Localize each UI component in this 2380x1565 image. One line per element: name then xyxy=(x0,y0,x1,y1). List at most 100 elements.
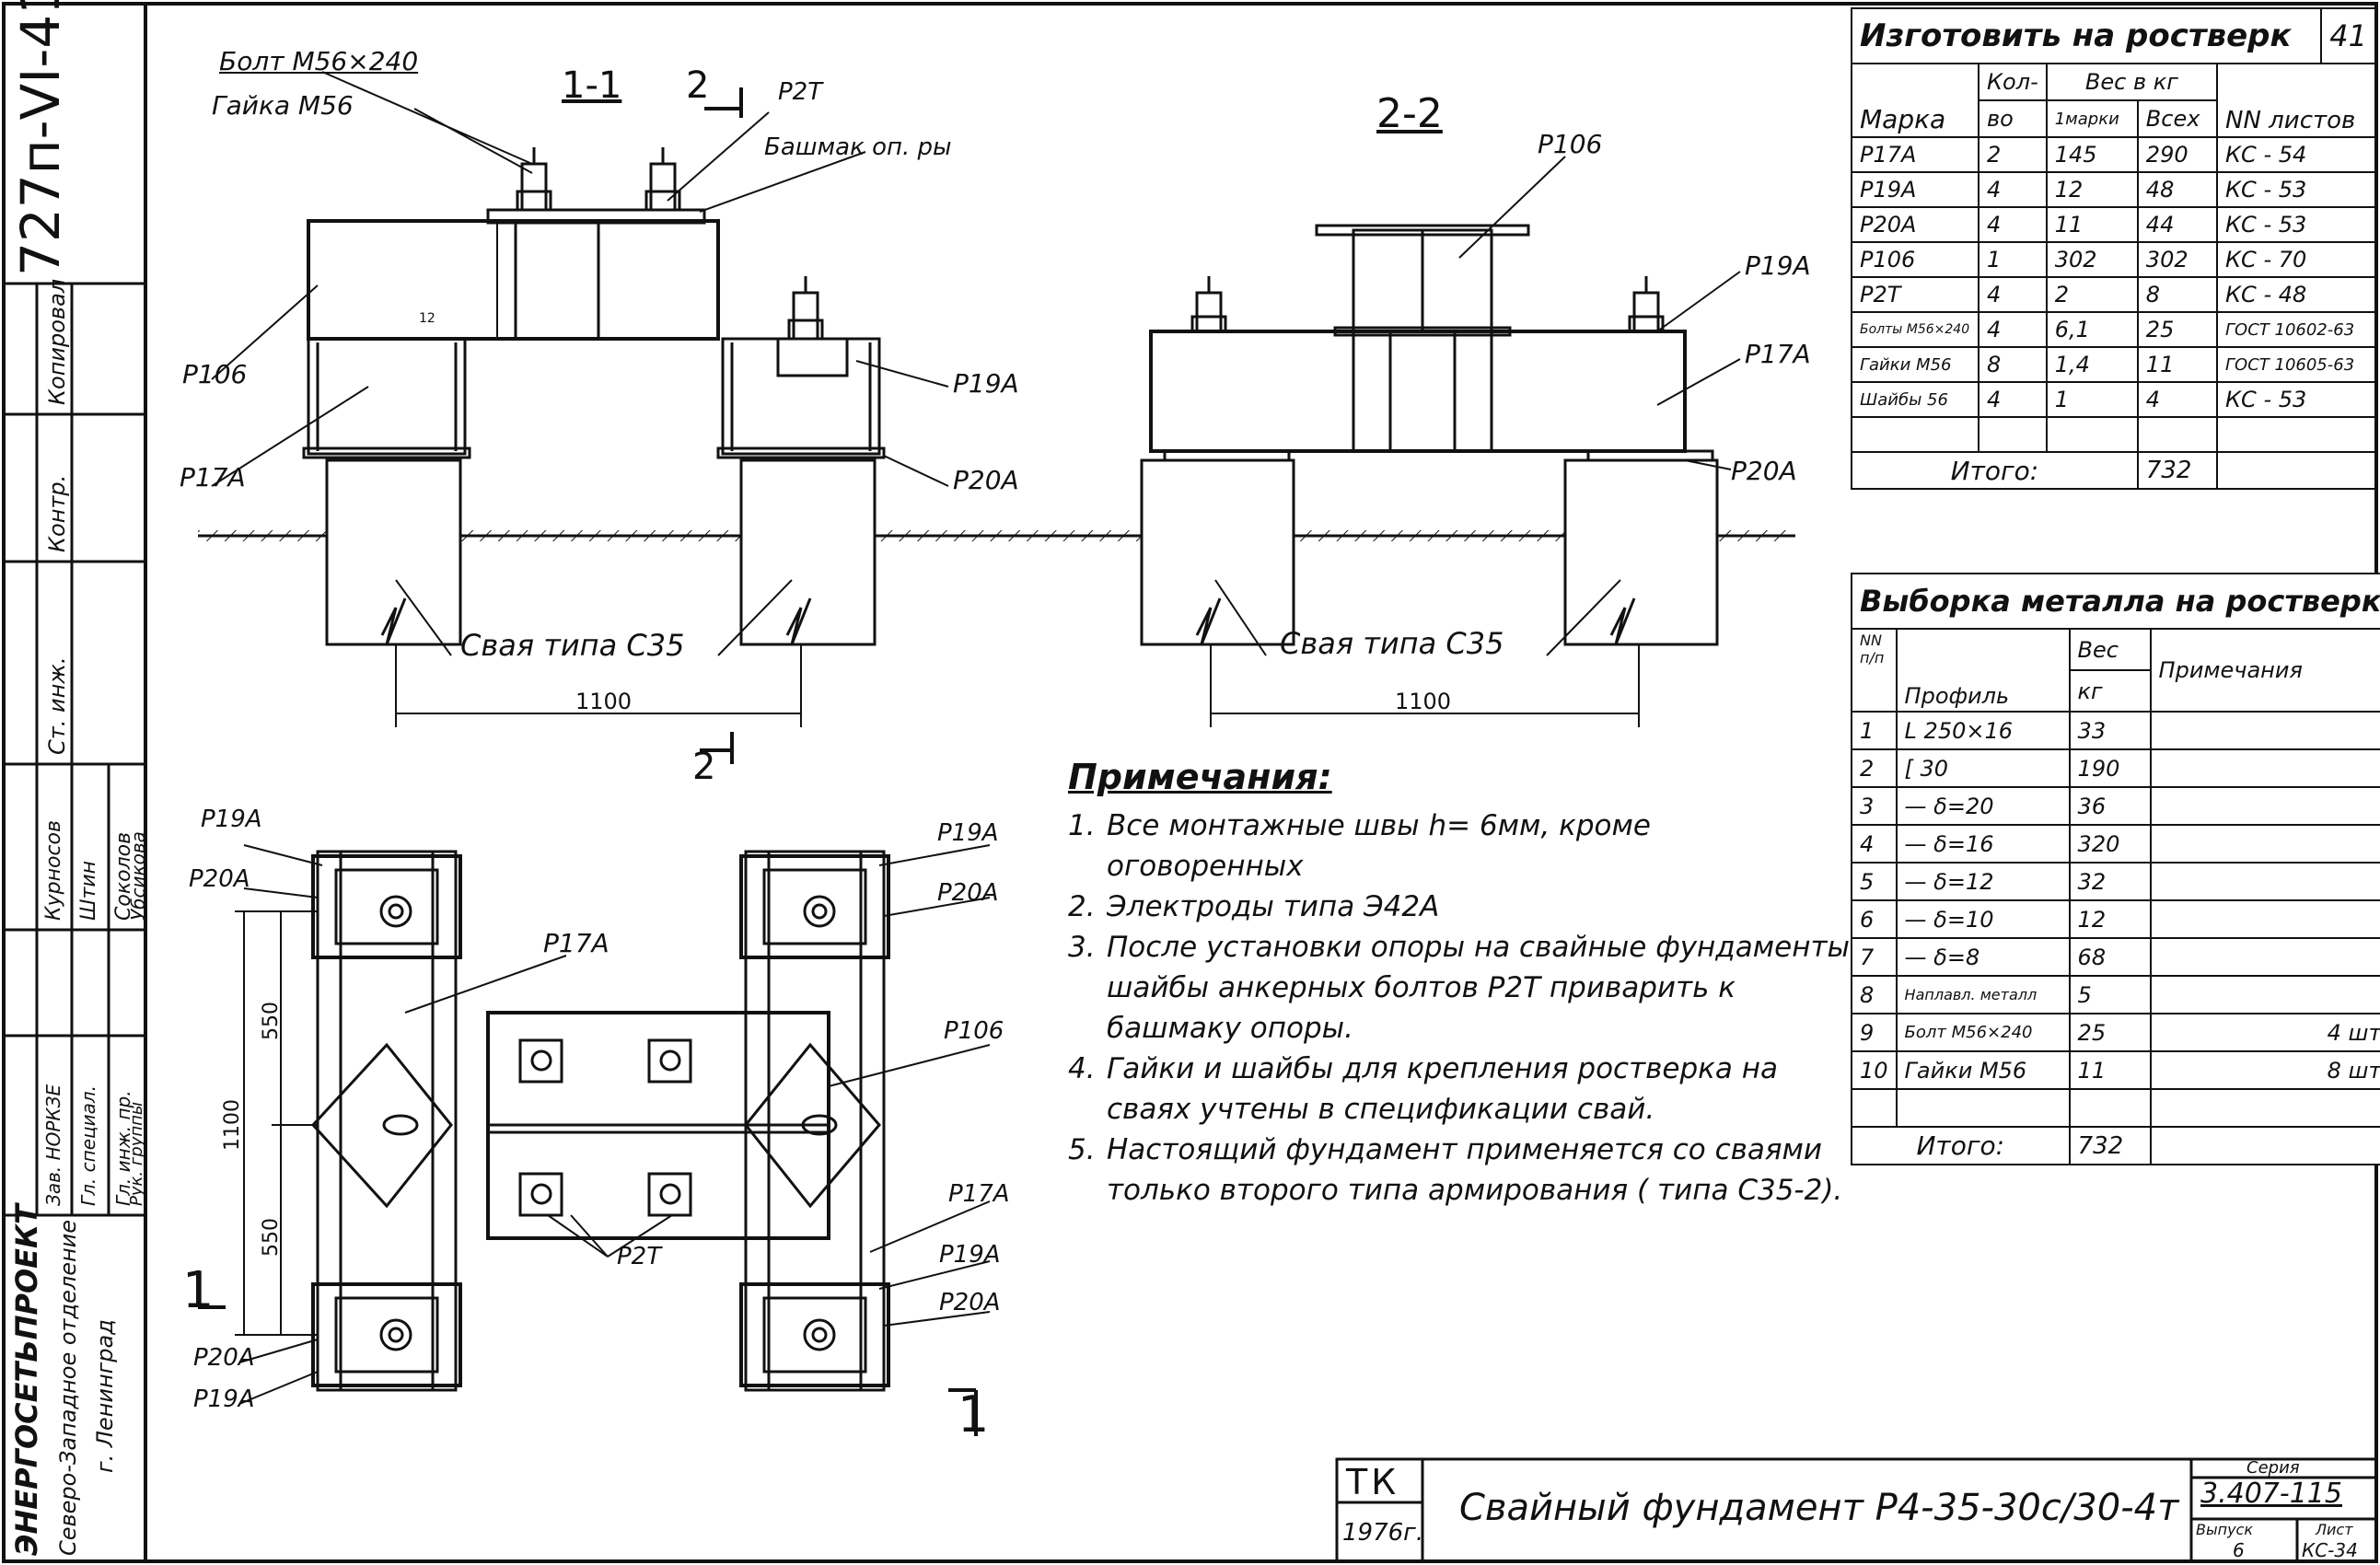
side-stamp-grid xyxy=(4,282,145,1217)
stamp-city: г. Ленинград xyxy=(92,1319,118,1473)
title-block-sheet-label: Лист xyxy=(2316,1521,2353,1538)
label-shoe: Башмак оп. ры xyxy=(764,133,952,161)
label-p106-s2: Р106 xyxy=(1538,129,1603,159)
section-1-1-title: 1-1 xyxy=(562,64,622,107)
section-2-2 xyxy=(1140,156,1741,727)
label-pile-s2: Свая типа С35 xyxy=(1280,626,1504,661)
col-sheets: NN листов xyxy=(2216,63,2376,138)
title-block-year: 1976г. xyxy=(1342,1519,1424,1547)
metal-table-title: Выборка металла на ростверк xyxy=(1850,573,2380,630)
parts-table-title: Изготовить на ростверк xyxy=(1850,7,2323,64)
col-qty-1: Кол- xyxy=(1978,63,2048,101)
label-p106-plan: Р106 xyxy=(944,1017,1004,1045)
series-code: 727п-VI-41 xyxy=(9,0,72,276)
stamp-role-group-lead: Рук. группы xyxy=(127,1101,146,1206)
title-block-frame xyxy=(1335,1457,2378,1563)
note-item: 1.Все монтажные швы h= 6мм, кроме оговор… xyxy=(1068,809,1651,883)
parts-table: Изготовить на ростверк 41 Марка Кол- Вес… xyxy=(1850,7,2376,490)
stamp-label-copied: Копировал xyxy=(44,278,70,405)
parts-total-label: Итого: xyxy=(1851,451,2139,490)
label-p19a-plan-tr: Р19А xyxy=(937,819,999,847)
title-block-sheet: КС-34 xyxy=(2302,1539,2358,1561)
dim-550-upper: 550 xyxy=(260,1002,283,1040)
col-note: Примечания xyxy=(2149,628,2380,713)
stamp-role-head: Зав. НОРКЗЕ xyxy=(42,1084,64,1206)
section-2-2-title: 2-2 xyxy=(1376,90,1443,137)
title-block-series-label: Серия xyxy=(2246,1458,2300,1478)
plan-cut-mark-left: 1 xyxy=(182,1261,215,1319)
notes-title: Примечания: xyxy=(1068,757,1332,797)
parts-total: 732 xyxy=(2136,451,2219,490)
col-w-one: 1марки xyxy=(2045,99,2139,138)
note-item: 4.Гайки и шайбы для крепления ростверка … xyxy=(1068,1052,1778,1126)
col-weight: Вес в кг xyxy=(2045,63,2219,101)
label-p17a-left: Р17А xyxy=(180,462,246,493)
note-item: 5.Настоящий фундамент применяется со сва… xyxy=(1068,1133,1843,1207)
title-block-issue-label: Выпуск xyxy=(2196,1521,2253,1538)
col-qty-2: во xyxy=(1978,99,2048,138)
stamp-role-chief-specialist: Гл. специал. xyxy=(77,1084,99,1206)
col-w-all: Всех xyxy=(2136,99,2219,138)
title-block-title: Свайный фундамент Р4-35-30с/30-4т xyxy=(1459,1487,2179,1529)
label-p20a-s1: Р20А xyxy=(953,465,1019,495)
label-p106-left: Р106 xyxy=(182,359,248,389)
title-block-series: 3.407-115 xyxy=(2200,1478,2342,1510)
metal-total: 732 xyxy=(2068,1126,2152,1165)
stamp-name-4: Убсикова xyxy=(127,831,149,921)
metal-table: Выборка металла на ростверк NN п/п Профи… xyxy=(1850,573,2380,1165)
label-p19a-s1: Р19А xyxy=(953,368,1019,399)
dim-550-lower: 550 xyxy=(260,1218,283,1257)
stamp-dept: Северо-Западное отделение xyxy=(55,1219,81,1556)
dim-1100-plan: 1100 xyxy=(221,1099,244,1151)
label-p20a-s2: Р20А xyxy=(1731,456,1797,486)
label-p19a-s2: Р19А xyxy=(1745,250,1811,281)
label-p17a-plan-r: Р17А xyxy=(948,1180,1010,1208)
label-pile-s1: Свая типа С35 xyxy=(460,628,685,663)
label-p19a-plan-bl: Р19А xyxy=(193,1385,255,1413)
label-p17a-plan: Р17А xyxy=(543,928,610,958)
dim-1100-s1: 1100 xyxy=(575,689,633,714)
plan-view xyxy=(196,844,991,1436)
label-bolt: Болт М56×240 xyxy=(219,46,419,76)
label-nut: Гайка М56 xyxy=(212,90,354,121)
note-item: 3.После установки опоры на свайные фунда… xyxy=(1068,931,1850,1045)
note-item: 2.Электроды типа Э42А xyxy=(1068,890,1440,923)
section-cut-mark-top: 2 xyxy=(686,64,710,107)
stamp-name-1: Курносов xyxy=(42,820,65,921)
label-weld-12: 12 xyxy=(419,311,435,326)
sheet-number: 41 xyxy=(2320,7,2376,64)
plan-cut-mark-right: 1 xyxy=(958,1385,990,1443)
col-num: NN п/п xyxy=(1851,628,1898,713)
label-p20a-plan-tr: Р20А xyxy=(937,879,999,907)
col-profile: Профиль xyxy=(1895,628,2071,713)
label-p20a-plan-bl: Р20А xyxy=(193,1344,255,1372)
metal-total-label: Итого: xyxy=(1851,1126,2071,1165)
label-p17a-s2: Р17А xyxy=(1745,339,1811,369)
label-p20a-plan-br: Р20А xyxy=(939,1289,1001,1316)
title-block-issue: 6 xyxy=(2233,1539,2245,1561)
label-p2t-top: Р2Т xyxy=(778,78,823,106)
title-block-tk: ТК xyxy=(1346,1462,1400,1502)
notes-list: 1.Все монтажные швы h= 6мм, кроме оговор… xyxy=(1068,806,1851,1211)
col-weight-2: кг xyxy=(2068,669,2152,713)
section-cut-mark-bottom: 2 xyxy=(692,746,716,788)
dim-1100-s2: 1100 xyxy=(1395,689,1452,714)
label-p19a-plan-br: Р19А xyxy=(939,1241,1001,1269)
stamp-org: ЭНЕРГОСЕТЬПРОЕКТ xyxy=(9,1203,44,1556)
